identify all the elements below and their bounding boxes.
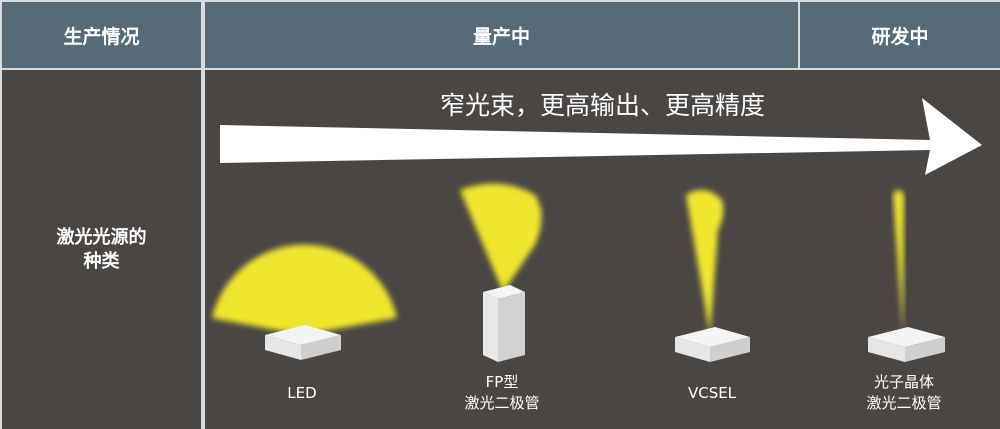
label-photonic-crystal: 光子晶体激光二极管: [824, 372, 984, 414]
row-label-line1: 激光光源的: [56, 226, 147, 248]
row-label-line2: 种类: [83, 250, 120, 272]
label-fp-line1: FP型: [485, 373, 519, 391]
vcsel-chip: [675, 327, 750, 362]
photonic-crystal-chip: [868, 327, 945, 362]
fp-laser-chip: [483, 285, 525, 362]
row-label: 激光光源的种类: [2, 70, 201, 429]
progress-arrow: [220, 98, 982, 175]
header-in-development: 研发中: [800, 2, 1000, 68]
vcsel-beam: [686, 190, 724, 335]
led-chip: [265, 325, 341, 360]
header-production-status: 生产情况: [2, 2, 201, 68]
photonic-crystal-beam: [893, 190, 904, 335]
label-pc-line1: 光子晶体: [873, 373, 934, 391]
label-fp-line2: 激光二极管: [464, 394, 540, 412]
label-vcsel-text: VCSEL: [687, 384, 737, 402]
header-mass-production: 量产中: [205, 2, 798, 68]
led-beam: [212, 244, 397, 335]
label-pc-line2: 激光二极管: [866, 394, 942, 412]
label-led-text: LED: [287, 384, 317, 402]
label-fp-laser: FP型激光二极管: [422, 372, 582, 414]
label-led: LED: [222, 383, 382, 404]
slogan: 窄光束，更高输出、更高精度: [440, 91, 766, 120]
label-vcsel: VCSEL: [632, 383, 792, 404]
fp-laser-beam: [460, 183, 542, 292]
